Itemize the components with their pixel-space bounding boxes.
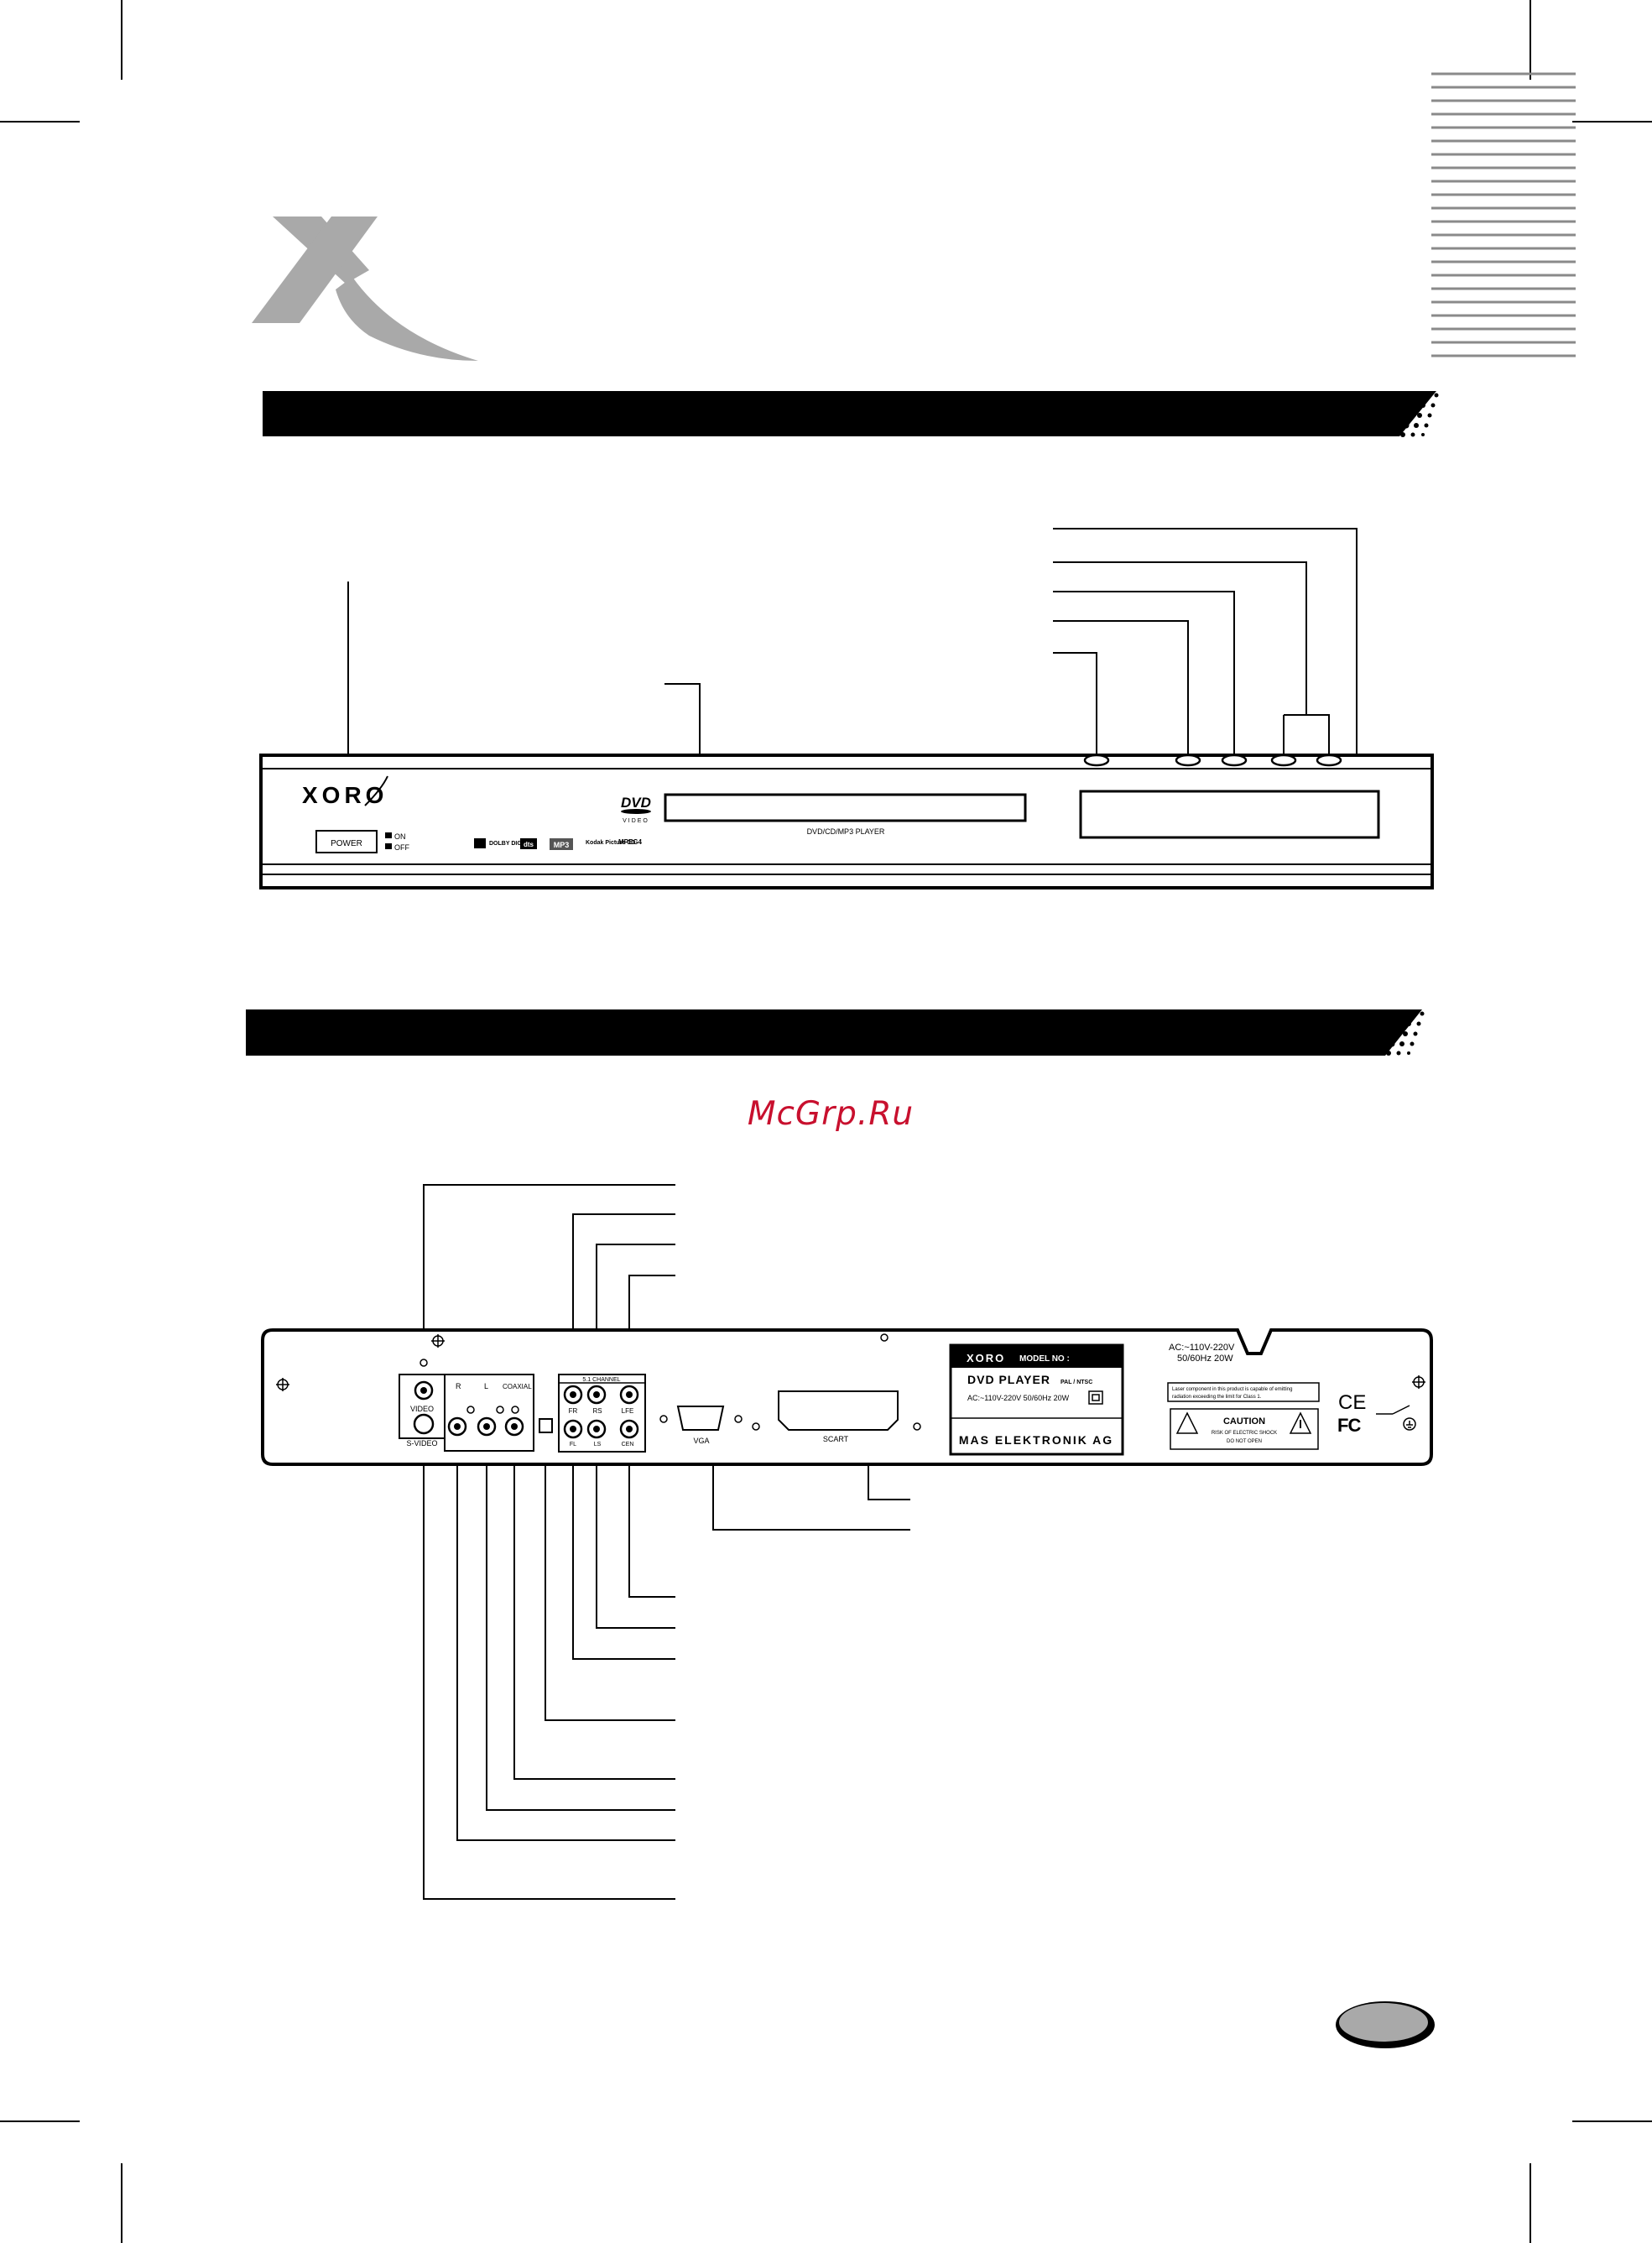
rear-panel: VIDEO S-VIDEO R L COAXIAL 5.1 CHANNEL — [261, 1328, 1433, 1466]
page-number-oval — [1336, 2001, 1435, 2048]
ac-spec-line2: 50/60Hz 20W — [1177, 1354, 1233, 1364]
lfe-label: LFE — [622, 1407, 634, 1415]
mpeg4-logo-label: MPEG4 — [618, 838, 643, 846]
ac-spec-line1: AC:~110V-220V — [1169, 1343, 1235, 1353]
rating-label-model: MODEL NO : — [1019, 1354, 1070, 1364]
laser-warning-line1: Laser component in this product is capab… — [1172, 1387, 1292, 1392]
mp3-logo-label: MP3 — [554, 841, 570, 849]
rear-callout-lines — [423, 1184, 910, 1900]
front-button-4[interactable] — [1270, 754, 1297, 767]
fl-label: FL — [570, 1442, 576, 1448]
rating-label-title: DVD PLAYER — [967, 1373, 1050, 1386]
vfd-display — [1079, 790, 1380, 839]
front-button-3[interactable] — [1221, 754, 1248, 767]
optical-port[interactable] — [539, 1418, 553, 1433]
caution-line1: RISK OF ELECTRIC SHOCK — [1212, 1431, 1277, 1436]
section-header-bar-front — [263, 391, 1439, 437]
dts-logo-label: dts — [524, 841, 534, 848]
dvd-logo: DVD — [621, 795, 651, 811]
vga-label: VGA — [693, 1437, 709, 1445]
power-on-label: ON — [394, 832, 406, 841]
power-button[interactable] — [315, 830, 378, 853]
caution-line2: DO NOT OPEN — [1227, 1439, 1262, 1444]
scart-port[interactable] — [778, 1390, 899, 1431]
dolby-logo-label: DOLBY DIGITAL — [489, 841, 535, 847]
audio-l-label: L — [484, 1382, 488, 1390]
dvd-logo-video: VIDEO — [623, 818, 649, 824]
front-panel: XORO POWER ON OFF DOLBY DIGITAL dts MP3 … — [259, 754, 1434, 889]
ls-label: LS — [594, 1442, 602, 1448]
svideo-jack[interactable] — [413, 1413, 435, 1435]
power-on-icon — [385, 832, 392, 838]
ce-mark: CE — [1338, 1391, 1366, 1414]
fr-label: FR — [569, 1407, 578, 1415]
rating-label-brand: XORO — [967, 1352, 1005, 1364]
front-button-5[interactable] — [1316, 754, 1342, 767]
audio-r-label: R — [456, 1382, 461, 1390]
audio-jack-group — [444, 1374, 534, 1452]
chapter-stripes — [1431, 72, 1576, 357]
mp3-logo-icon — [550, 838, 573, 850]
ground-icon — [1376, 1405, 1416, 1431]
power-button-label: POWER — [331, 839, 362, 848]
scart-label: SCART — [823, 1435, 849, 1443]
laser-warning-line2: radiation exceeding the limit for Class … — [1172, 1395, 1262, 1400]
rating-label-system: PAL / NTSC — [1061, 1380, 1092, 1385]
double-insulation-icon — [1088, 1390, 1103, 1405]
channel-header: 5.1 CHANNEL — [582, 1377, 620, 1383]
fc-mark: FC — [1337, 1415, 1361, 1436]
caution-title: CAUTION — [1223, 1416, 1265, 1427]
power-off-label: OFF — [394, 843, 409, 852]
dolby-logo-icon — [474, 838, 486, 848]
video-jack-label: VIDEO — [410, 1405, 434, 1413]
laser-warning-label — [1167, 1382, 1320, 1402]
screw-icon — [276, 1333, 1425, 1391]
rs-label: RS — [592, 1407, 602, 1415]
rating-label-maker: MAS ELEKTRONIK AG — [959, 1433, 1113, 1447]
vga-port[interactable] — [676, 1406, 725, 1431]
disc-tray[interactable] — [664, 793, 1027, 822]
cen-label: CEN — [622, 1442, 634, 1448]
front-button-1[interactable] — [1083, 754, 1110, 767]
dts-logo-icon — [520, 838, 537, 849]
front-callout-lines — [347, 528, 1358, 843]
power-off-icon — [385, 843, 392, 849]
kodak-logo-label: Kodak Picture CD — [586, 840, 635, 846]
shock-warning-icon — [1175, 1411, 1199, 1434]
exclamation-warning-icon — [1289, 1411, 1312, 1434]
tray-caption: DVD/CD/MP3 PLAYER — [807, 827, 885, 836]
xoro-wordmark: XORO — [302, 782, 388, 808]
section-header-bar-rear — [246, 1009, 1425, 1056]
xoro-x-logo — [252, 216, 478, 361]
dvd-disc-icon — [621, 809, 651, 814]
front-button-2[interactable] — [1175, 754, 1201, 767]
svideo-jack-label: S-VIDEO — [406, 1439, 437, 1448]
watermark: McGrp.Ru — [747, 1095, 915, 1133]
rating-label-power: AC:~110V-220V 50/60Hz 20W — [967, 1394, 1070, 1402]
coaxial-label: COAXIAL — [503, 1383, 532, 1390]
